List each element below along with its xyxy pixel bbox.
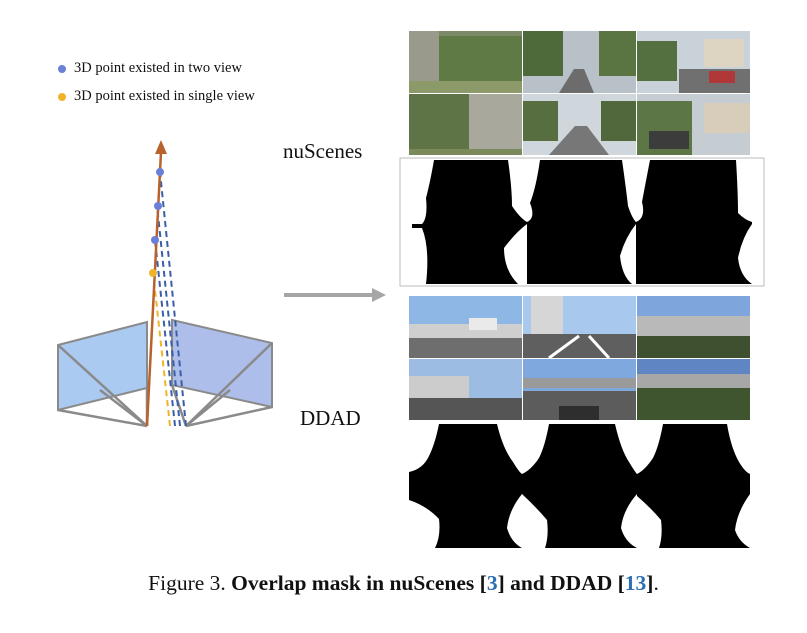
citation-link-13[interactable]: 13	[624, 571, 647, 595]
ddad-image-3	[637, 296, 750, 358]
right-arrow-icon	[372, 288, 386, 302]
legend-item-two-view: 3D point existed in two view	[58, 60, 242, 77]
yellow-dot-icon	[58, 92, 66, 101]
arrow-head-icon	[155, 140, 167, 154]
depth-ray	[145, 151, 163, 427]
citation-link-3[interactable]: 3	[486, 571, 498, 595]
nuscenes-camera-images	[409, 31, 750, 155]
caption-prefix: Figure 3.	[148, 571, 232, 595]
legend-label-single-view: 3D point existed in single view	[74, 88, 255, 104]
ddad-image-6	[637, 359, 750, 420]
right-frustum	[170, 342, 273, 428]
point-two-view-3	[151, 236, 159, 244]
ddad-camera-images	[409, 296, 750, 420]
caption-bold-mid: ] and DDAD [	[497, 571, 625, 595]
ddad-image-4	[409, 359, 522, 420]
overlap-regions	[409, 424, 750, 548]
ddad-image-1	[409, 296, 522, 358]
right-image-plane	[171, 318, 273, 409]
left-image-plane	[57, 320, 148, 412]
caption-bold-end: ]	[646, 571, 654, 595]
ddad-image-5	[523, 359, 636, 420]
dataset-label-ddad: DDAD	[300, 406, 361, 430]
dataset-label-nuscenes: nuScenes	[283, 139, 363, 163]
point-two-view-2	[154, 202, 162, 210]
caption-suffix: .	[653, 571, 659, 595]
nuscenes-image-1	[409, 31, 522, 93]
projection-rays	[152, 171, 187, 427]
blue-dot-icon	[58, 64, 66, 73]
overlap-regions	[412, 160, 752, 284]
nuscenes-image-5	[523, 94, 636, 155]
nuscenes-image-3	[637, 31, 750, 93]
ddad-image-2	[523, 296, 636, 360]
point-two-view-1	[156, 168, 164, 176]
point-single-view	[149, 269, 157, 277]
legend-label-two-view: 3D point existed in two view	[74, 60, 242, 76]
figure-caption: Figure 3. Overlap mask in nuScenes [3] a…	[0, 571, 807, 596]
legend-item-single-view: 3D point existed in single view	[58, 88, 255, 105]
nuscenes-image-4	[409, 94, 522, 155]
ddad-overlap-masks	[409, 424, 750, 548]
nuscenes-image-6	[637, 94, 750, 155]
nuscenes-overlap-masks	[399, 157, 765, 287]
caption-bold-start: Overlap mask in nuScenes [	[231, 571, 487, 595]
nuscenes-image-2	[523, 31, 636, 93]
